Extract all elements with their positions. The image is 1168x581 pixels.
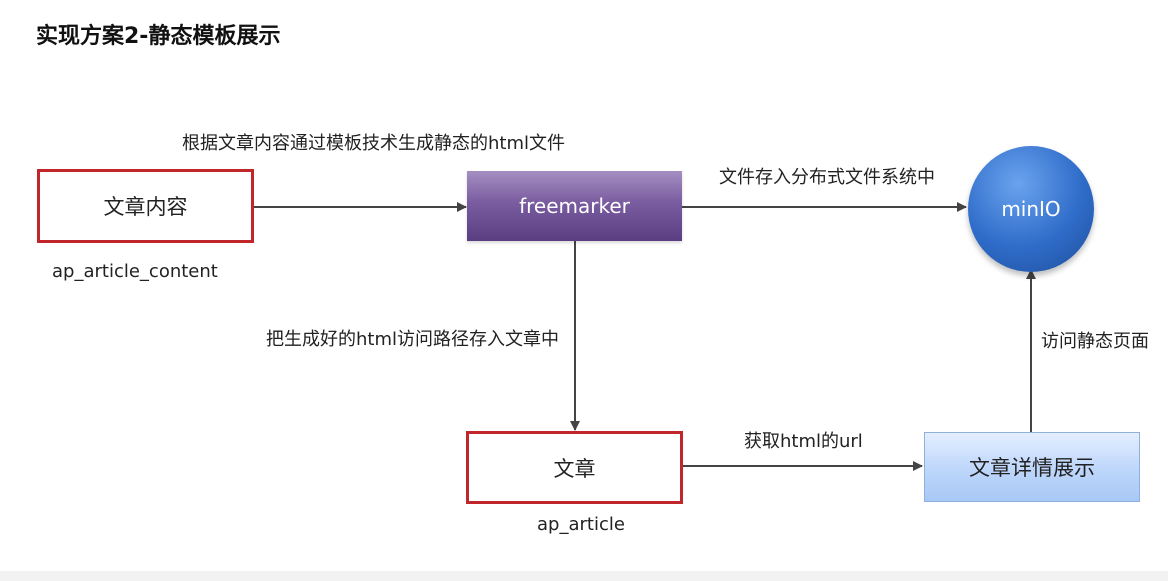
node-minio: minIO <box>968 146 1094 272</box>
edge-label-store-in-dfs: 文件存入分布式文件系统中 <box>719 167 935 188</box>
node-freemarker: freemarker <box>467 171 682 241</box>
node-article-content-label: 文章内容 <box>103 195 188 219</box>
node-minio-label: minIO <box>1001 197 1061 221</box>
edge-label-visit-static-page: 访问静态页面 <box>1041 331 1149 352</box>
node-article: 文章 <box>466 431 683 504</box>
node-article-content-caption: ap_article_content <box>52 261 218 282</box>
page-title: 实现方案2-静态模板展示 <box>36 24 281 49</box>
node-article-detail: 文章详情展示 <box>924 432 1140 502</box>
edge-label-get-url: 获取html的url <box>744 431 863 452</box>
edge-label-save-path: 把生成好的html访问路径存入文章中 <box>266 329 559 350</box>
node-article-content: 文章内容 <box>37 169 254 243</box>
node-article-label: 文章 <box>553 456 596 481</box>
edge-label-generate-html: 根据文章内容通过模板技术生成静态的html文件 <box>182 133 565 154</box>
node-freemarker-label: freemarker <box>519 194 630 218</box>
node-article-detail-label: 文章详情展示 <box>969 456 1095 480</box>
bottom-strip <box>0 571 1168 581</box>
node-article-caption: ap_article <box>537 514 625 535</box>
